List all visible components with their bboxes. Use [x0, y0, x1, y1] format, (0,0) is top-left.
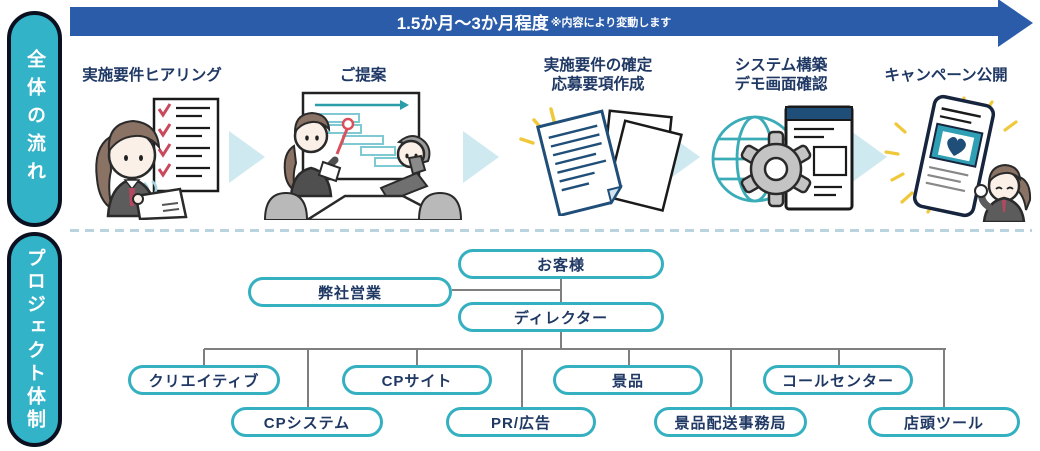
org-node-prize-delivery: 景品配送事務局	[654, 407, 807, 437]
connector-line	[416, 349, 418, 367]
section-divider	[70, 229, 1032, 232]
hearing-illustration	[95, 97, 220, 220]
org-node-store-tool: 店頭ツール	[868, 407, 1020, 437]
step-label-requirements-fixed: 実施要件の確定応募要項作成	[543, 57, 653, 93]
smartphone-icon	[912, 94, 996, 218]
connector-line	[452, 289, 562, 291]
document-icon	[604, 119, 683, 213]
project-structure-text: プロジェクト体制	[24, 247, 45, 432]
laptop-icon	[407, 154, 427, 176]
person-icon	[95, 119, 188, 220]
table-icon	[304, 194, 450, 220]
step-label-system-build: システム構築デモ画面確認	[734, 57, 828, 93]
connector-line	[560, 279, 562, 303]
overall-flow-text: 全体の流れ	[24, 49, 45, 189]
connector-line	[521, 349, 523, 408]
system-build-illustration	[711, 105, 854, 211]
org-node-cp-site: CPサイト	[342, 365, 492, 395]
org-node-creative: クリエイティブ	[128, 365, 280, 395]
step-chevron-icon	[229, 131, 265, 183]
step-label-campaign-launch: キャンペーン公開	[884, 66, 1008, 84]
timeline-note: ※内容により変動します	[550, 16, 672, 29]
person-icon	[974, 163, 1032, 222]
section-label-project-structure: プロジェクト体制	[7, 232, 62, 447]
connector-line	[307, 349, 309, 408]
campaign-launch-illustration	[884, 94, 1032, 222]
audience-silhouette-icon	[263, 191, 309, 220]
org-node-sales: 弊社営業	[248, 277, 452, 307]
timeline-arrow-banner: 1.5か月～3か月程度 ※内容により変動します	[70, 7, 998, 36]
audience-silhouette-icon	[417, 191, 463, 220]
pointer-icon	[335, 117, 355, 155]
gear-icon	[740, 130, 812, 208]
step-chevron-icon	[851, 131, 887, 183]
proposal-illustration	[263, 91, 463, 220]
documents-illustration	[519, 107, 683, 216]
presenter-icon	[283, 111, 342, 198]
connector-line	[560, 332, 562, 349]
org-node-cp-system: CPシステム	[231, 407, 383, 437]
connector-line	[204, 348, 946, 350]
step-label-proposal: ご提案	[339, 66, 387, 84]
timeline-duration: 1.5か月～3か月程度	[396, 14, 549, 33]
section-label-overall-flow: 全体の流れ	[7, 11, 62, 227]
connector-line	[203, 349, 205, 367]
main-document-icon	[536, 109, 623, 216]
org-node-pr-ad: PR/広告	[446, 407, 596, 437]
connector-line	[730, 349, 732, 408]
org-node-call-center: コールセンター	[763, 365, 913, 395]
listener-icon	[379, 135, 431, 203]
arrow-head-icon	[998, 0, 1033, 47]
step-label-hearing: 実施要件ヒアリング	[82, 66, 222, 84]
connector-line	[838, 349, 840, 367]
org-node-prize: 景品	[553, 365, 703, 395]
connector-line	[943, 349, 945, 408]
connector-line	[628, 349, 630, 367]
step-chevron-icon	[463, 131, 499, 183]
org-node-director: ディレクター	[458, 302, 664, 332]
org-node-customer: お客様	[458, 249, 664, 279]
heart-icon	[947, 137, 966, 156]
